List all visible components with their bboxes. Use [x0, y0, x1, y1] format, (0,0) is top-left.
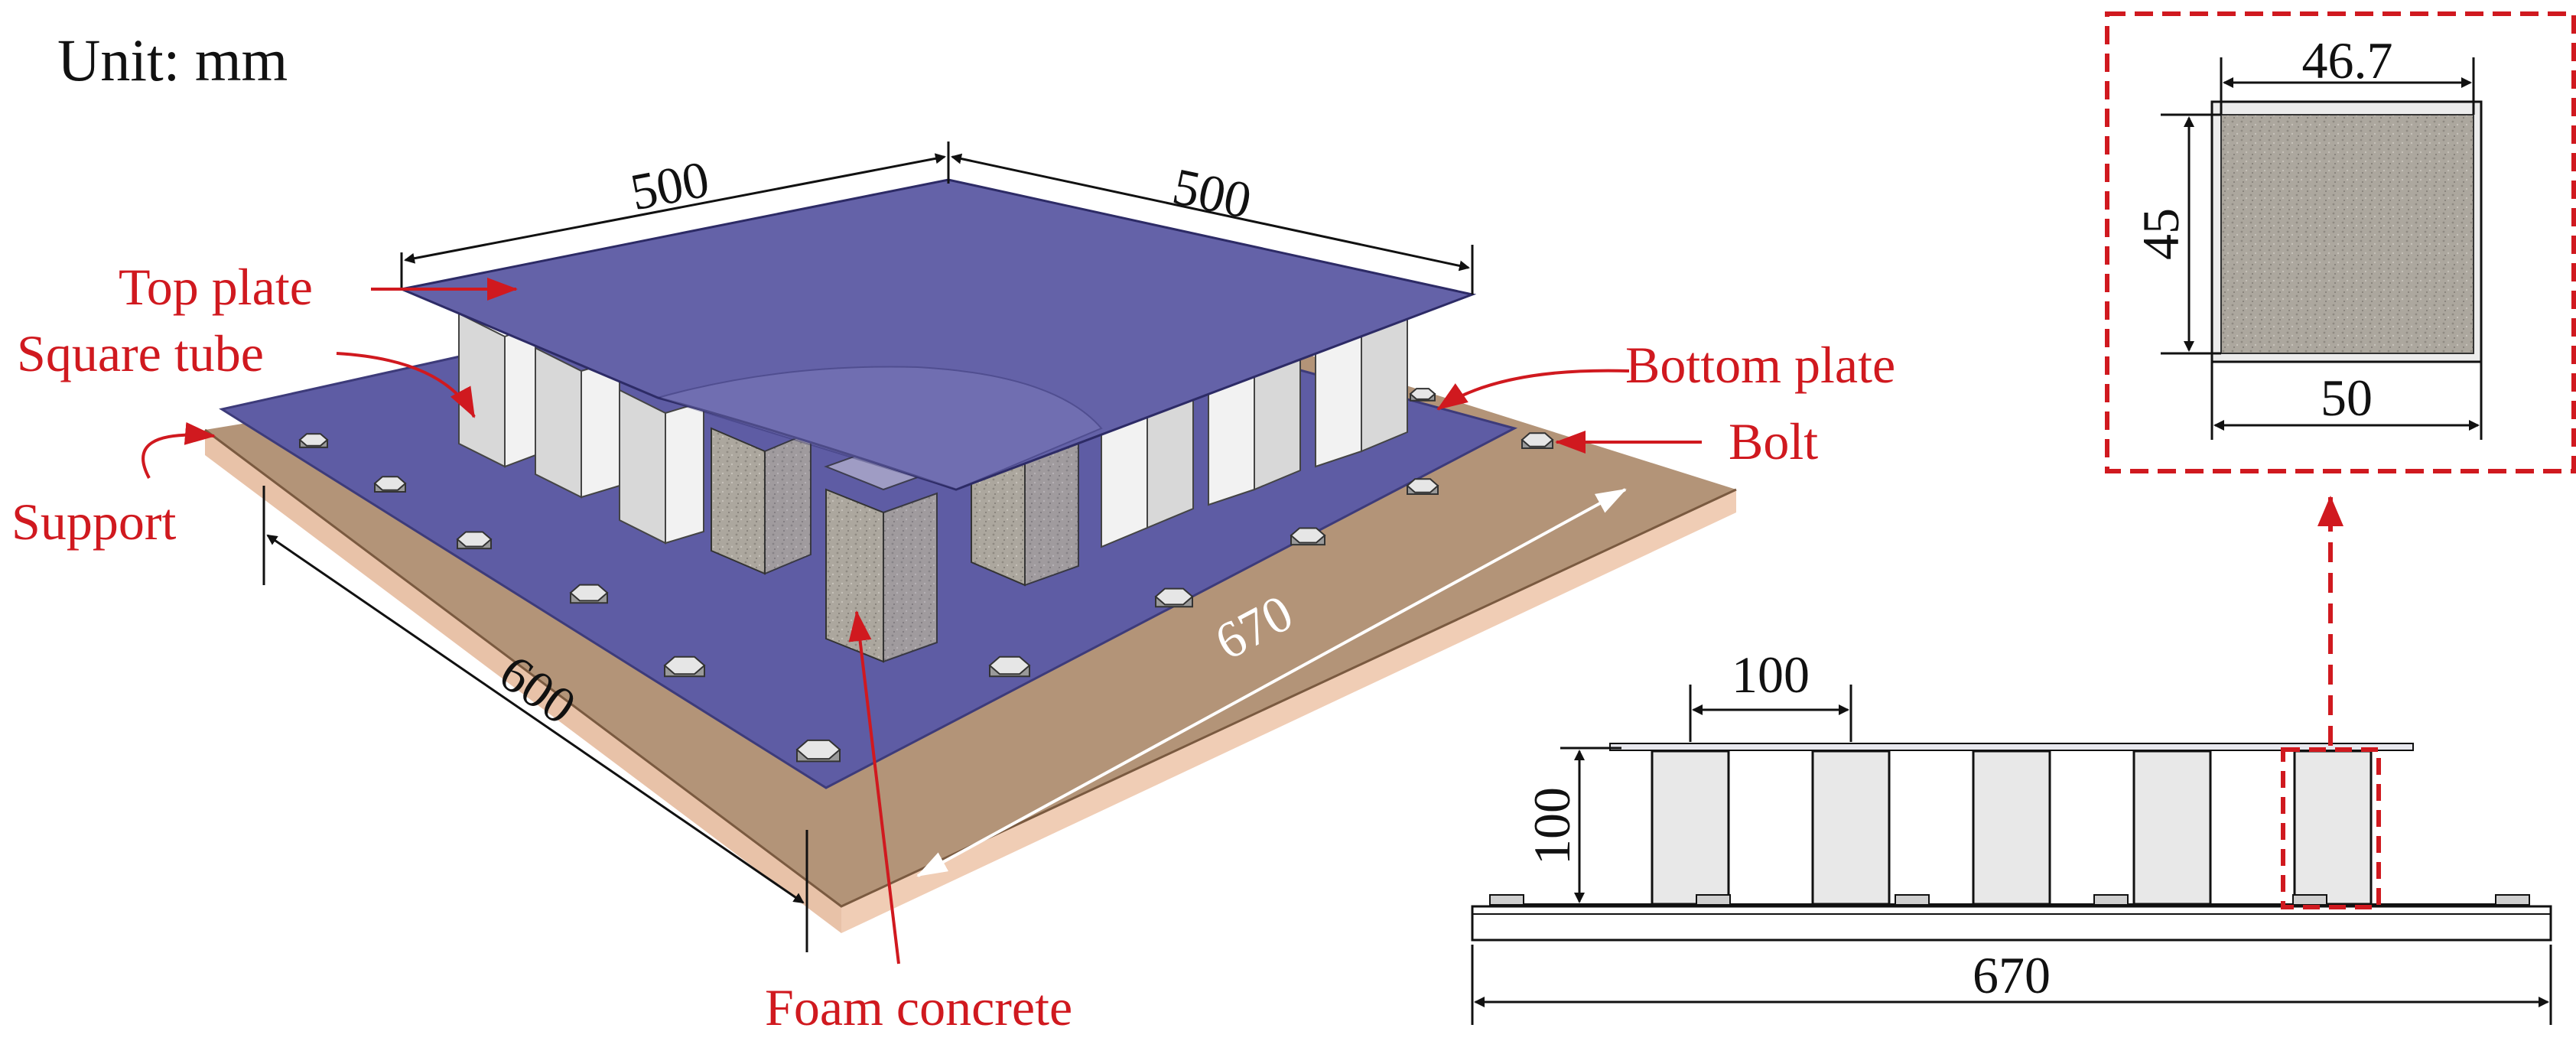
callout-top-plate: Top plate	[119, 258, 313, 316]
square-tube	[1315, 304, 1408, 468]
side-bolt-icon	[2093, 894, 2129, 906]
side-tube	[2293, 750, 2373, 906]
section-detail: 46.7 45 50	[2105, 11, 2576, 473]
side-bolt-icon	[1895, 894, 1930, 906]
bolt-icon	[1290, 527, 1326, 546]
dim-line-top-width	[404, 153, 946, 264]
side-tube	[1972, 750, 2051, 906]
bolt-icon	[1521, 432, 1554, 449]
side-bolt-icon	[2292, 894, 2327, 906]
square-tube	[535, 346, 620, 499]
side-tube	[1811, 750, 1891, 906]
dim-side-total: 670	[1973, 946, 2051, 1004]
side-tube	[1651, 750, 1730, 906]
side-view: 100 100 670	[1471, 496, 2552, 1025]
bolt-icon	[1406, 478, 1439, 495]
detail-frame	[2105, 11, 2576, 473]
side-bolts	[1489, 894, 2530, 906]
dim-outer-width: 50	[2321, 369, 2373, 427]
side-bolt-icon	[1696, 894, 1731, 906]
callout-support: Support	[11, 493, 176, 551]
dim-line-top-depth	[951, 153, 1470, 272]
side-support	[1471, 905, 2552, 942]
iso-dimensions	[262, 142, 1627, 952]
unit-label: Unit: mm	[57, 27, 288, 93]
foam-section	[2220, 114, 2474, 354]
bolt-icon	[456, 531, 493, 550]
highlight-box	[2281, 747, 2381, 909]
callout-bolt: Bolt	[1729, 412, 1818, 470]
dim-side-height: 100	[1523, 787, 1581, 865]
callout-arrows	[141, 278, 1702, 965]
callout-foam-concrete: Foam concrete	[765, 978, 1072, 1036]
bolt-icon	[373, 476, 407, 493]
iso-view: 500 500 600 670 Unit: mm Top plate Squar…	[11, 27, 1895, 1036]
bolt-icon	[1409, 388, 1436, 402]
dim-line-support-width	[916, 488, 1627, 877]
side-tube	[2132, 750, 2212, 906]
bolt-icon	[1154, 587, 1194, 608]
dim-inner-width: 46.7	[2302, 31, 2393, 89]
callout-square-tube: Square tube	[17, 324, 264, 382]
bolt-icon	[988, 655, 1031, 678]
callout-bottom-plate: Bottom plate	[1625, 336, 1895, 394]
bolt-icon	[663, 655, 706, 678]
bolt-icon	[298, 433, 329, 448]
dim-line-support-length	[266, 534, 805, 904]
dim-inner-height: 45	[2132, 208, 2190, 260]
square-tube	[1208, 343, 1301, 506]
dim-top-depth: 500	[1168, 157, 1257, 230]
bolt-icon	[569, 584, 609, 604]
side-tubes	[1651, 750, 2373, 906]
side-bolt-icon	[2495, 894, 2530, 906]
square-tube	[619, 389, 704, 545]
bolt-icon	[795, 739, 841, 763]
dim-top-width: 500	[626, 149, 714, 221]
side-bolt-icon	[1489, 894, 1524, 906]
dim-side-spacing: 100	[1732, 646, 1810, 704]
